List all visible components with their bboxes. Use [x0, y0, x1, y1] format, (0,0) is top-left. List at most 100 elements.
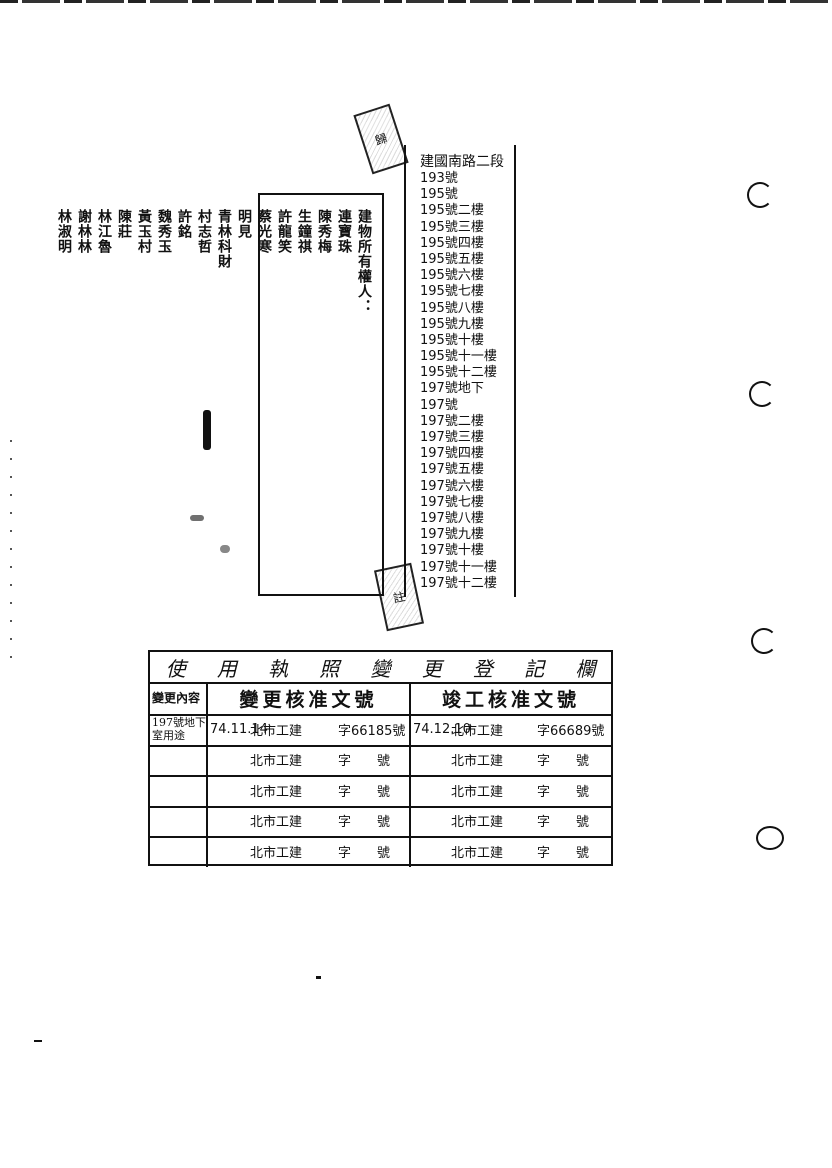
row-change-approval: 北市工建 字 號 — [208, 744, 411, 775]
address-item: 197號六樓 — [420, 478, 484, 494]
row-content — [150, 744, 208, 775]
register-title: 使用執照變更登記欄 — [150, 652, 611, 684]
completion-number: 字 號 — [537, 754, 590, 770]
change-number: 字 號 — [338, 754, 391, 770]
register-title-char: 更 — [421, 656, 442, 681]
owner-list-box: 建物所有權人：連寶珠陳秀梅生鐘祺許龍笑蔡光寒明見青林科財村志哲許銘魏秀玉黃玉村陳… — [56, 193, 384, 596]
register-title-char: 登 — [472, 656, 493, 681]
row-completion-approval: 北市工建 字 號 — [411, 836, 611, 867]
address-item: 195號五樓 — [420, 251, 484, 267]
address-item: 195號八樓 — [420, 300, 484, 316]
address-item: 195號十樓 — [420, 332, 484, 348]
address-item: 197號 — [420, 397, 458, 413]
row-content — [150, 836, 208, 867]
address-item: 195號九樓 — [420, 316, 484, 332]
address-item: 195號六樓 — [420, 268, 484, 284]
completion-office: 北市工建 — [451, 815, 504, 831]
register-title-char: 執 — [268, 656, 289, 681]
punch-hole-3 — [751, 628, 777, 654]
register-row: 北市工建 字 號 北市工建 字 號 — [150, 744, 611, 777]
owner-column: 林淑明 — [56, 209, 72, 254]
scan-speck — [316, 976, 321, 979]
seal-stamp-top-text: 歸 — [371, 130, 390, 148]
scan-edge-noise — [0, 0, 832, 3]
owner-column: 明見 — [236, 209, 252, 239]
punch-hole-2 — [749, 381, 775, 407]
address-item: 197號二樓 — [420, 413, 484, 429]
completion-number: 字66689號 — [537, 723, 605, 739]
address-item: 197號三樓 — [420, 430, 484, 445]
owner-column: 陳秀梅 — [316, 209, 332, 254]
scan-speck — [203, 410, 211, 450]
address-item: 197號九樓 — [420, 527, 484, 543]
address-item: 197號地下 — [420, 381, 484, 397]
scan-speck — [34, 1040, 42, 1042]
completion-office: 北市工建 — [451, 845, 504, 861]
owner-column: 建物所有權人： — [356, 209, 372, 314]
owner-column: 謝林林 — [76, 209, 92, 254]
change-number: 字 號 — [338, 845, 391, 861]
scan-speck — [220, 545, 230, 553]
register-title-char: 使 — [165, 656, 186, 681]
register-title-char: 變 — [370, 656, 391, 681]
owner-column: 魏秀玉 — [156, 209, 172, 254]
punch-hole-4 — [756, 826, 784, 850]
owner-column: 連寶珠 — [336, 209, 352, 254]
register-row: 北市工建字 號北市工建字 號 — [150, 805, 611, 838]
register-header-row: 變更內容 變更核准文號 竣工核准文號 — [150, 682, 611, 716]
punch-hole-1 — [747, 182, 773, 208]
address-item: 197號七樓 — [420, 494, 484, 510]
register-row: 北市工建字 號北市工建字 號 — [150, 836, 611, 867]
address-item: 195號十二樓 — [420, 365, 497, 381]
owner-column: 林江魯 — [96, 209, 112, 254]
address-item: 197號四樓 — [420, 446, 484, 462]
owner-column: 許龍笑 — [276, 209, 292, 254]
address-item: 195號十一樓 — [420, 349, 497, 365]
completion-number: 字 號 — [537, 784, 590, 800]
header-change-approval: 變更核准文號 — [208, 682, 411, 714]
owner-column: 青林科財 — [216, 209, 232, 269]
owner-column: 黃玉村 — [136, 209, 152, 254]
scan-speck — [190, 515, 204, 521]
header-completion-approval: 竣工核准文號 — [441, 688, 580, 711]
row-completion-approval: 北市工建 字 號 — [411, 745, 611, 776]
row-content — [150, 775, 208, 806]
address-item: 195號三樓 — [420, 219, 484, 235]
completion-office: 北市工建 — [451, 723, 504, 739]
address-item: 193號 — [420, 171, 458, 186]
completion-date: 74.12.10 — [413, 721, 471, 737]
address-item: 197號十二樓 — [420, 575, 497, 591]
owner-column: 生鐘祺 — [296, 209, 312, 254]
address-item: 197號十一樓 — [420, 559, 497, 575]
row-change-approval: 北市工建 字 號 — [208, 805, 411, 836]
owner-column: 村志哲 — [196, 209, 212, 254]
register-title-char: 用 — [216, 656, 237, 681]
change-office: 北市工建 — [250, 784, 303, 800]
change-office: 北市工建 — [250, 754, 303, 770]
completion-office: 北市工建 — [451, 754, 504, 770]
change-date: 74.11.14 — [210, 721, 268, 737]
change-number: 字 號 — [338, 815, 391, 831]
address-item: 197號八樓 — [420, 510, 484, 526]
register-title-char: 照 — [319, 656, 340, 681]
scan-speck — [10, 440, 12, 660]
owner-column: 許銘 — [176, 209, 192, 239]
completion-number: 字 號 — [537, 845, 590, 861]
row-completion-approval: 北市工建 字 號 — [411, 775, 611, 806]
change-number: 字66185號 — [338, 723, 406, 739]
change-number: 字 號 — [338, 784, 391, 800]
row-content: 197號地下室用途 — [150, 714, 208, 745]
register-row: 北市工建 字 號 北市工建 字 號 — [150, 775, 611, 808]
completion-office: 北市工建 — [451, 784, 504, 800]
row-content — [150, 805, 208, 836]
row-change-approval: 北市工建字 號 — [208, 836, 411, 867]
change-office: 北市工建 — [250, 815, 303, 831]
owner-column: 陳莊 — [116, 209, 132, 239]
register-title-char: 欄 — [575, 656, 596, 681]
change-office: 北市工建 — [250, 723, 303, 739]
